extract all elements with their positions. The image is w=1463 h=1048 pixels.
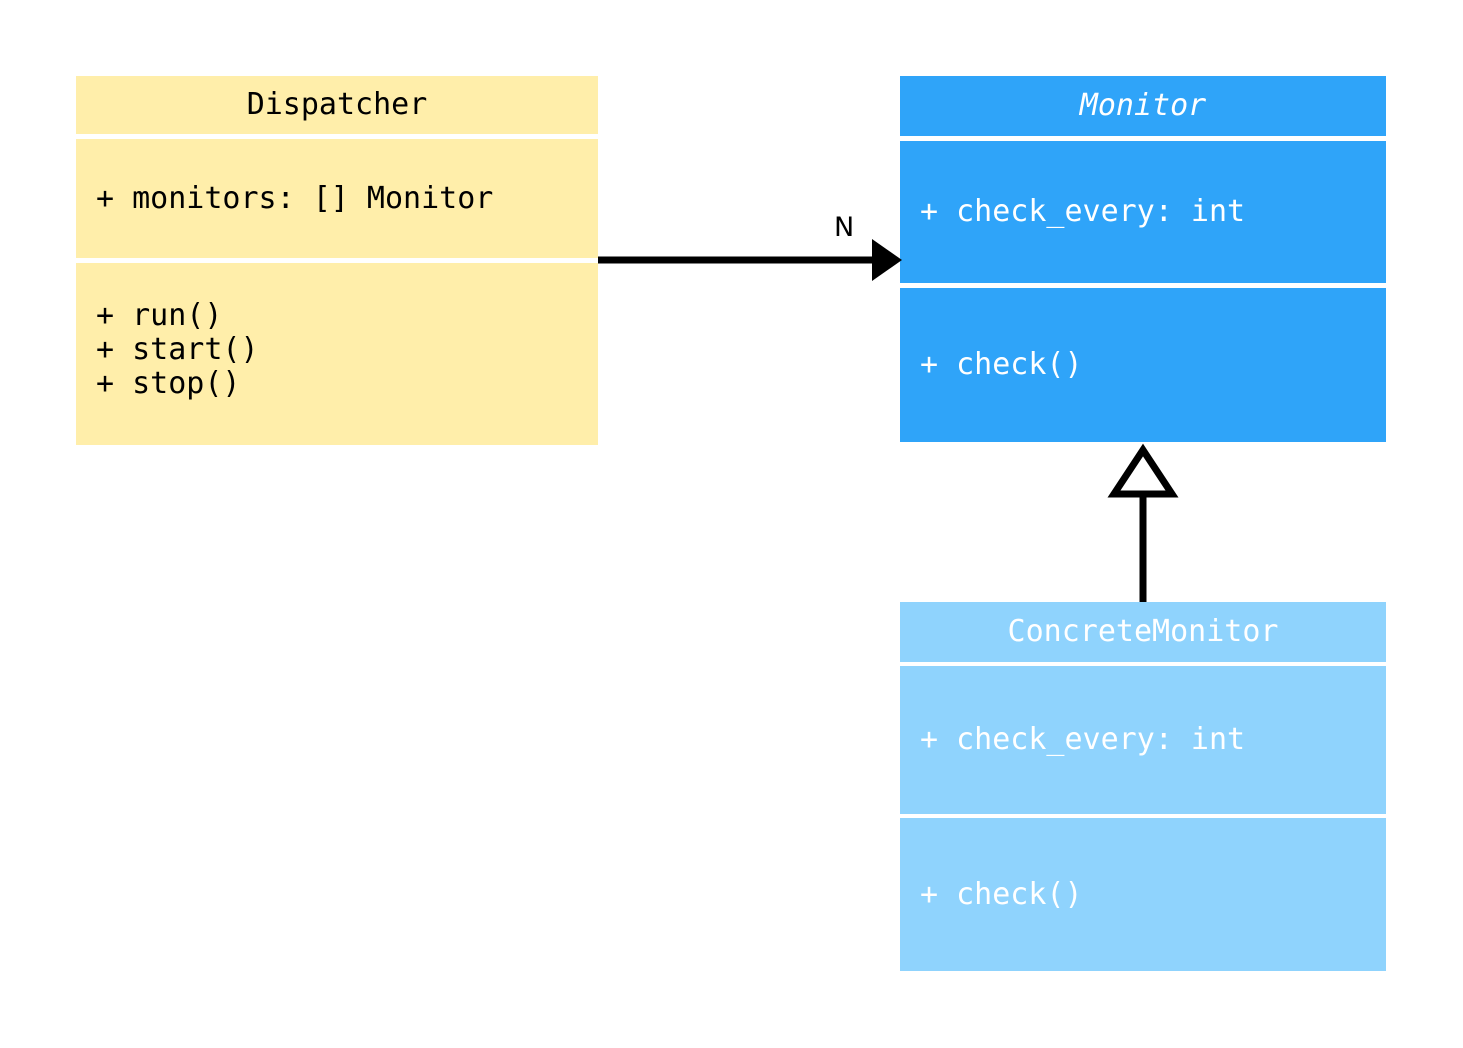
generalization-hollow-triangle-icon (1107, 443, 1179, 498)
class-name-monitor: Monitor (1079, 88, 1207, 123)
association-arrowhead-icon (872, 239, 902, 281)
class-attributes-compartment-monitor: + check_every: int (900, 141, 1386, 283)
class-box-dispatcher[interactable]: Dispatcher + monitors: [] Monitor + run(… (76, 76, 598, 445)
compartment-divider (76, 258, 598, 263)
compartment-divider (900, 662, 1386, 666)
class-attributes-compartment-concretemonitor: + check_every: int (900, 666, 1386, 814)
compartment-divider (900, 814, 1386, 818)
class-title-compartment-monitor: Monitor (900, 76, 1386, 136)
class-name-concretemonitor: ConcreteMonitor (1007, 614, 1279, 649)
class-methods-dispatcher: + run() + start() + stop() (96, 298, 259, 401)
class-box-monitor[interactable]: Monitor + check_every: int + check() (900, 76, 1386, 442)
class-attributes-concretemonitor: + check_every: int (920, 722, 1246, 757)
class-methods-concretemonitor: + check() (920, 876, 1083, 912)
class-title-compartment-concretemonitor: ConcreteMonitor (900, 602, 1386, 662)
generalization-edge-concretemonitor-monitor (1107, 443, 1179, 602)
class-methods-monitor: + check() (920, 347, 1083, 382)
class-methods-compartment-monitor: + check() (900, 288, 1386, 442)
class-attributes-monitor: + check_every: int (920, 194, 1246, 229)
compartment-divider (900, 283, 1386, 288)
class-methods-compartment-concretemonitor: + check() (900, 818, 1386, 971)
compartment-divider (76, 134, 598, 139)
class-attributes-compartment-dispatcher: + monitors: [] Monitor (76, 139, 598, 258)
class-name-dispatcher: Dispatcher (246, 87, 428, 122)
class-attributes-dispatcher: + monitors: [] Monitor (96, 180, 494, 216)
class-box-concretemonitor[interactable]: ConcreteMonitor + check_every: int + che… (900, 602, 1386, 971)
association-edge-dispatcher-monitor (598, 239, 902, 281)
class-methods-compartment-dispatcher: + run() + start() + stop() (76, 263, 598, 445)
compartment-divider (900, 136, 1386, 141)
association-multiplicity-label: N (834, 212, 855, 243)
class-title-compartment-dispatcher: Dispatcher (76, 76, 598, 134)
